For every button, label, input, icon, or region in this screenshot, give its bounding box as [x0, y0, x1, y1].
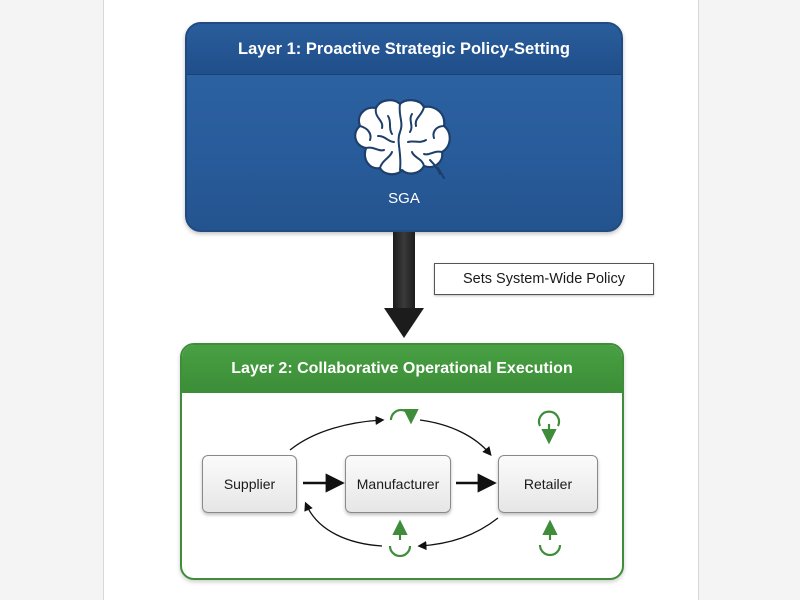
manufacturer-node: Manufacturer	[345, 455, 451, 513]
layer2-title: Layer 2: Collaborative Operational Execu…	[182, 345, 622, 393]
supplier-node: Supplier	[202, 455, 297, 513]
layer1-title: Layer 1: Proactive Strategic Policy-Sett…	[187, 24, 621, 75]
layer1-panel: Layer 1: Proactive Strategic Policy-Sett…	[185, 22, 623, 232]
policy-arrow-head	[384, 308, 424, 338]
brain-icon	[354, 99, 451, 179]
policy-label: Sets System-Wide Policy	[434, 263, 654, 295]
retailer-node: Retailer	[498, 455, 598, 513]
sga-label: SGA	[388, 190, 420, 207]
policy-arrow-shaft	[393, 232, 415, 310]
